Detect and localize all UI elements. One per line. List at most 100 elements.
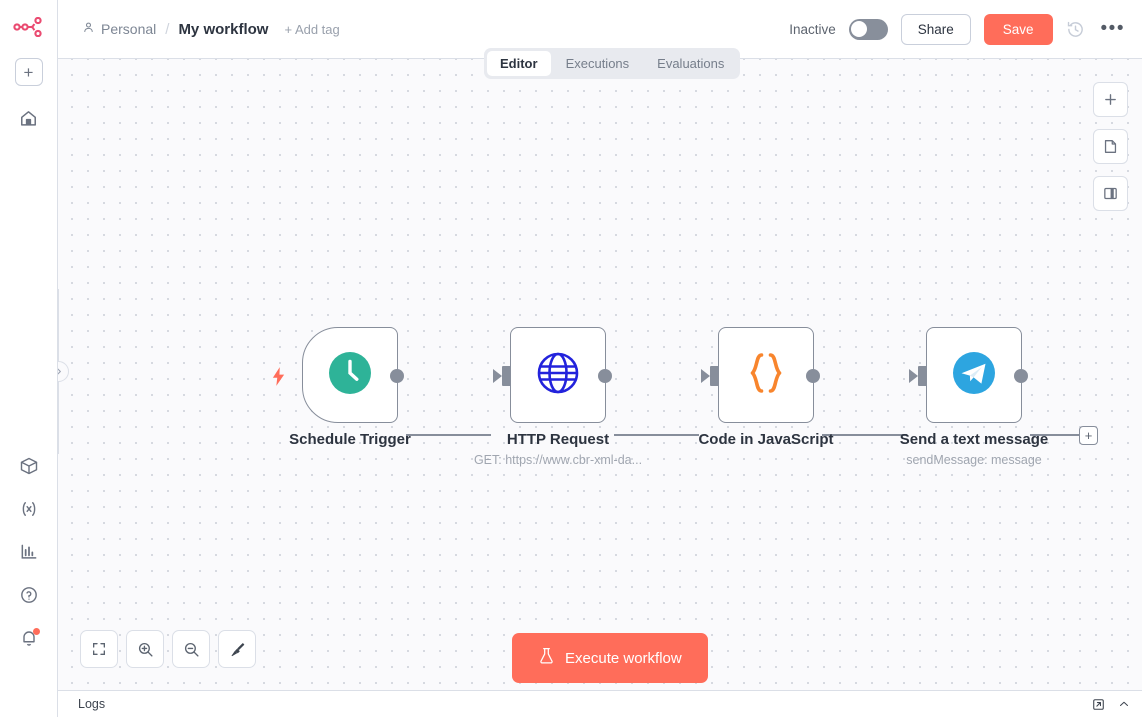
chevron-right-icon (58, 368, 61, 375)
insights-bar-chart-icon (19, 542, 39, 567)
telegram-icon (952, 351, 996, 400)
node-output-port[interactable] (390, 369, 404, 383)
more-options-button[interactable]: ••• (1100, 18, 1125, 39)
node-subtitle: sendMessage: message (906, 453, 1042, 467)
sidebar-item-variables[interactable] (12, 494, 46, 528)
braces-glyph (750, 352, 782, 393)
execute-workflow-label: Execute workflow (565, 649, 682, 667)
zoom-out-button[interactable] (172, 630, 210, 668)
connection-arrow-icon (909, 369, 918, 383)
plus-icon (1105, 94, 1116, 105)
workflow-active-label: Inactive (789, 21, 836, 37)
connection-arrow-icon (701, 369, 710, 383)
telegram-glyph (953, 351, 995, 394)
node-subtitle: GET: https://www.cbr-xml-da... (473, 453, 643, 467)
create-new-button[interactable]: + (14, 58, 43, 86)
node-http-request[interactable]: HTTP Request GET: https://www.cbr-xml-da… (474, 327, 642, 467)
node-body[interactable] (701, 327, 820, 423)
flask-glyph (540, 648, 553, 664)
home-icon (19, 109, 38, 133)
node-input-port[interactable] (502, 366, 511, 386)
history-clock-icon[interactable] (1066, 20, 1085, 39)
sidebar-item-insights[interactable] (12, 537, 46, 571)
panel-layout-icon (1104, 187, 1117, 200)
zoom-to-fit-button[interactable] (80, 630, 118, 668)
n8n-logo[interactable] (12, 14, 46, 40)
zoom-in-button[interactable] (126, 630, 164, 668)
connection-arrow-icon (493, 369, 502, 383)
connection-line (1030, 434, 1080, 436)
chevron-up-icon[interactable] (1118, 698, 1130, 710)
workflow-canvas[interactable]: Schedule Trigger HTTP Request GET: https… (58, 59, 1142, 690)
variables-icon (19, 499, 39, 524)
flask-icon (538, 647, 555, 669)
broom-icon (231, 642, 244, 656)
node-body[interactable] (493, 327, 612, 423)
plus-icon: + (23, 62, 34, 82)
workflow-name[interactable]: My workflow (178, 20, 269, 38)
add-tag-button[interactable]: + Add tag (284, 21, 340, 37)
breadcrumb-separator: / (165, 20, 170, 38)
expand-left-panel-handle[interactable] (58, 361, 69, 382)
node-body[interactable] (302, 327, 404, 423)
toggle-knob (851, 21, 868, 37)
person-icon (82, 21, 95, 37)
tidy-up-button[interactable] (218, 630, 256, 668)
zoom-in-icon (138, 642, 153, 657)
notification-badge-dot (33, 628, 40, 635)
canvas-zoom-toolbar (80, 630, 256, 668)
clock-glyph (329, 351, 371, 394)
breadcrumb-project[interactable]: Personal (82, 21, 156, 37)
bell-icon (19, 628, 39, 653)
lightning-bolt-icon (272, 367, 285, 386)
connection-line (822, 434, 907, 436)
save-button[interactable]: Save (983, 13, 1053, 45)
package-icon (19, 456, 39, 481)
connection-line (406, 434, 491, 436)
node-title: Code in JavaScript (698, 431, 834, 448)
logs-title: Logs (78, 697, 106, 711)
tab-editor[interactable]: Editor (487, 51, 551, 76)
globe-glyph (537, 352, 579, 393)
workflow-active-toggle[interactable] (848, 18, 888, 40)
trigger-bolt-icon (271, 367, 286, 391)
globe-icon (536, 351, 580, 400)
node-title: HTTP Request (506, 431, 610, 448)
add-node-button[interactable] (1093, 82, 1128, 117)
sidebar-item-home[interactable] (12, 104, 46, 138)
sticky-note-icon (1104, 140, 1117, 153)
add-node-after-button[interactable]: + (1079, 426, 1098, 445)
node-title: Send a text message (899, 431, 1049, 448)
help-question-icon (19, 585, 39, 610)
connection-line (614, 434, 699, 436)
clock-icon (328, 351, 372, 400)
add-sticky-note-button[interactable] (1093, 129, 1128, 164)
tab-evaluations[interactable]: Evaluations (657, 56, 725, 71)
node-input-port[interactable] (918, 366, 927, 386)
toggle-panel-button[interactable] (1093, 176, 1128, 211)
logs-bar[interactable]: Logs (58, 690, 1142, 717)
node-send-a-text-message[interactable]: Send a text message sendMessage: message (900, 327, 1048, 467)
node-output-port[interactable] (806, 369, 820, 383)
sidebar-item-templates[interactable] (12, 451, 46, 485)
tab-executions[interactable]: Executions (565, 56, 630, 71)
editor-tabs: Editor Executions Evaluations (484, 48, 741, 79)
node-code-in-javascript[interactable]: Code in JavaScript (698, 327, 834, 448)
share-button[interactable]: Share (900, 13, 971, 45)
node-schedule-trigger[interactable]: Schedule Trigger (272, 327, 411, 448)
pop-out-icon[interactable] (1092, 698, 1105, 711)
code-braces-icon (744, 350, 788, 401)
node-title: Schedule Trigger (289, 431, 411, 448)
node-output-port[interactable] (1014, 369, 1028, 383)
node-output-port[interactable] (598, 369, 612, 383)
left-sidebar: + (0, 0, 58, 717)
node-input-port[interactable] (710, 366, 719, 386)
canvas-right-toolbar (1093, 82, 1128, 211)
execute-workflow-button[interactable]: Execute workflow (512, 633, 708, 683)
zoom-out-icon (184, 642, 199, 657)
sidebar-item-notifications[interactable] (12, 623, 46, 657)
node-body[interactable] (909, 327, 1028, 423)
sidebar-item-help[interactable] (12, 580, 46, 614)
breadcrumb-project-label: Personal (101, 21, 157, 37)
